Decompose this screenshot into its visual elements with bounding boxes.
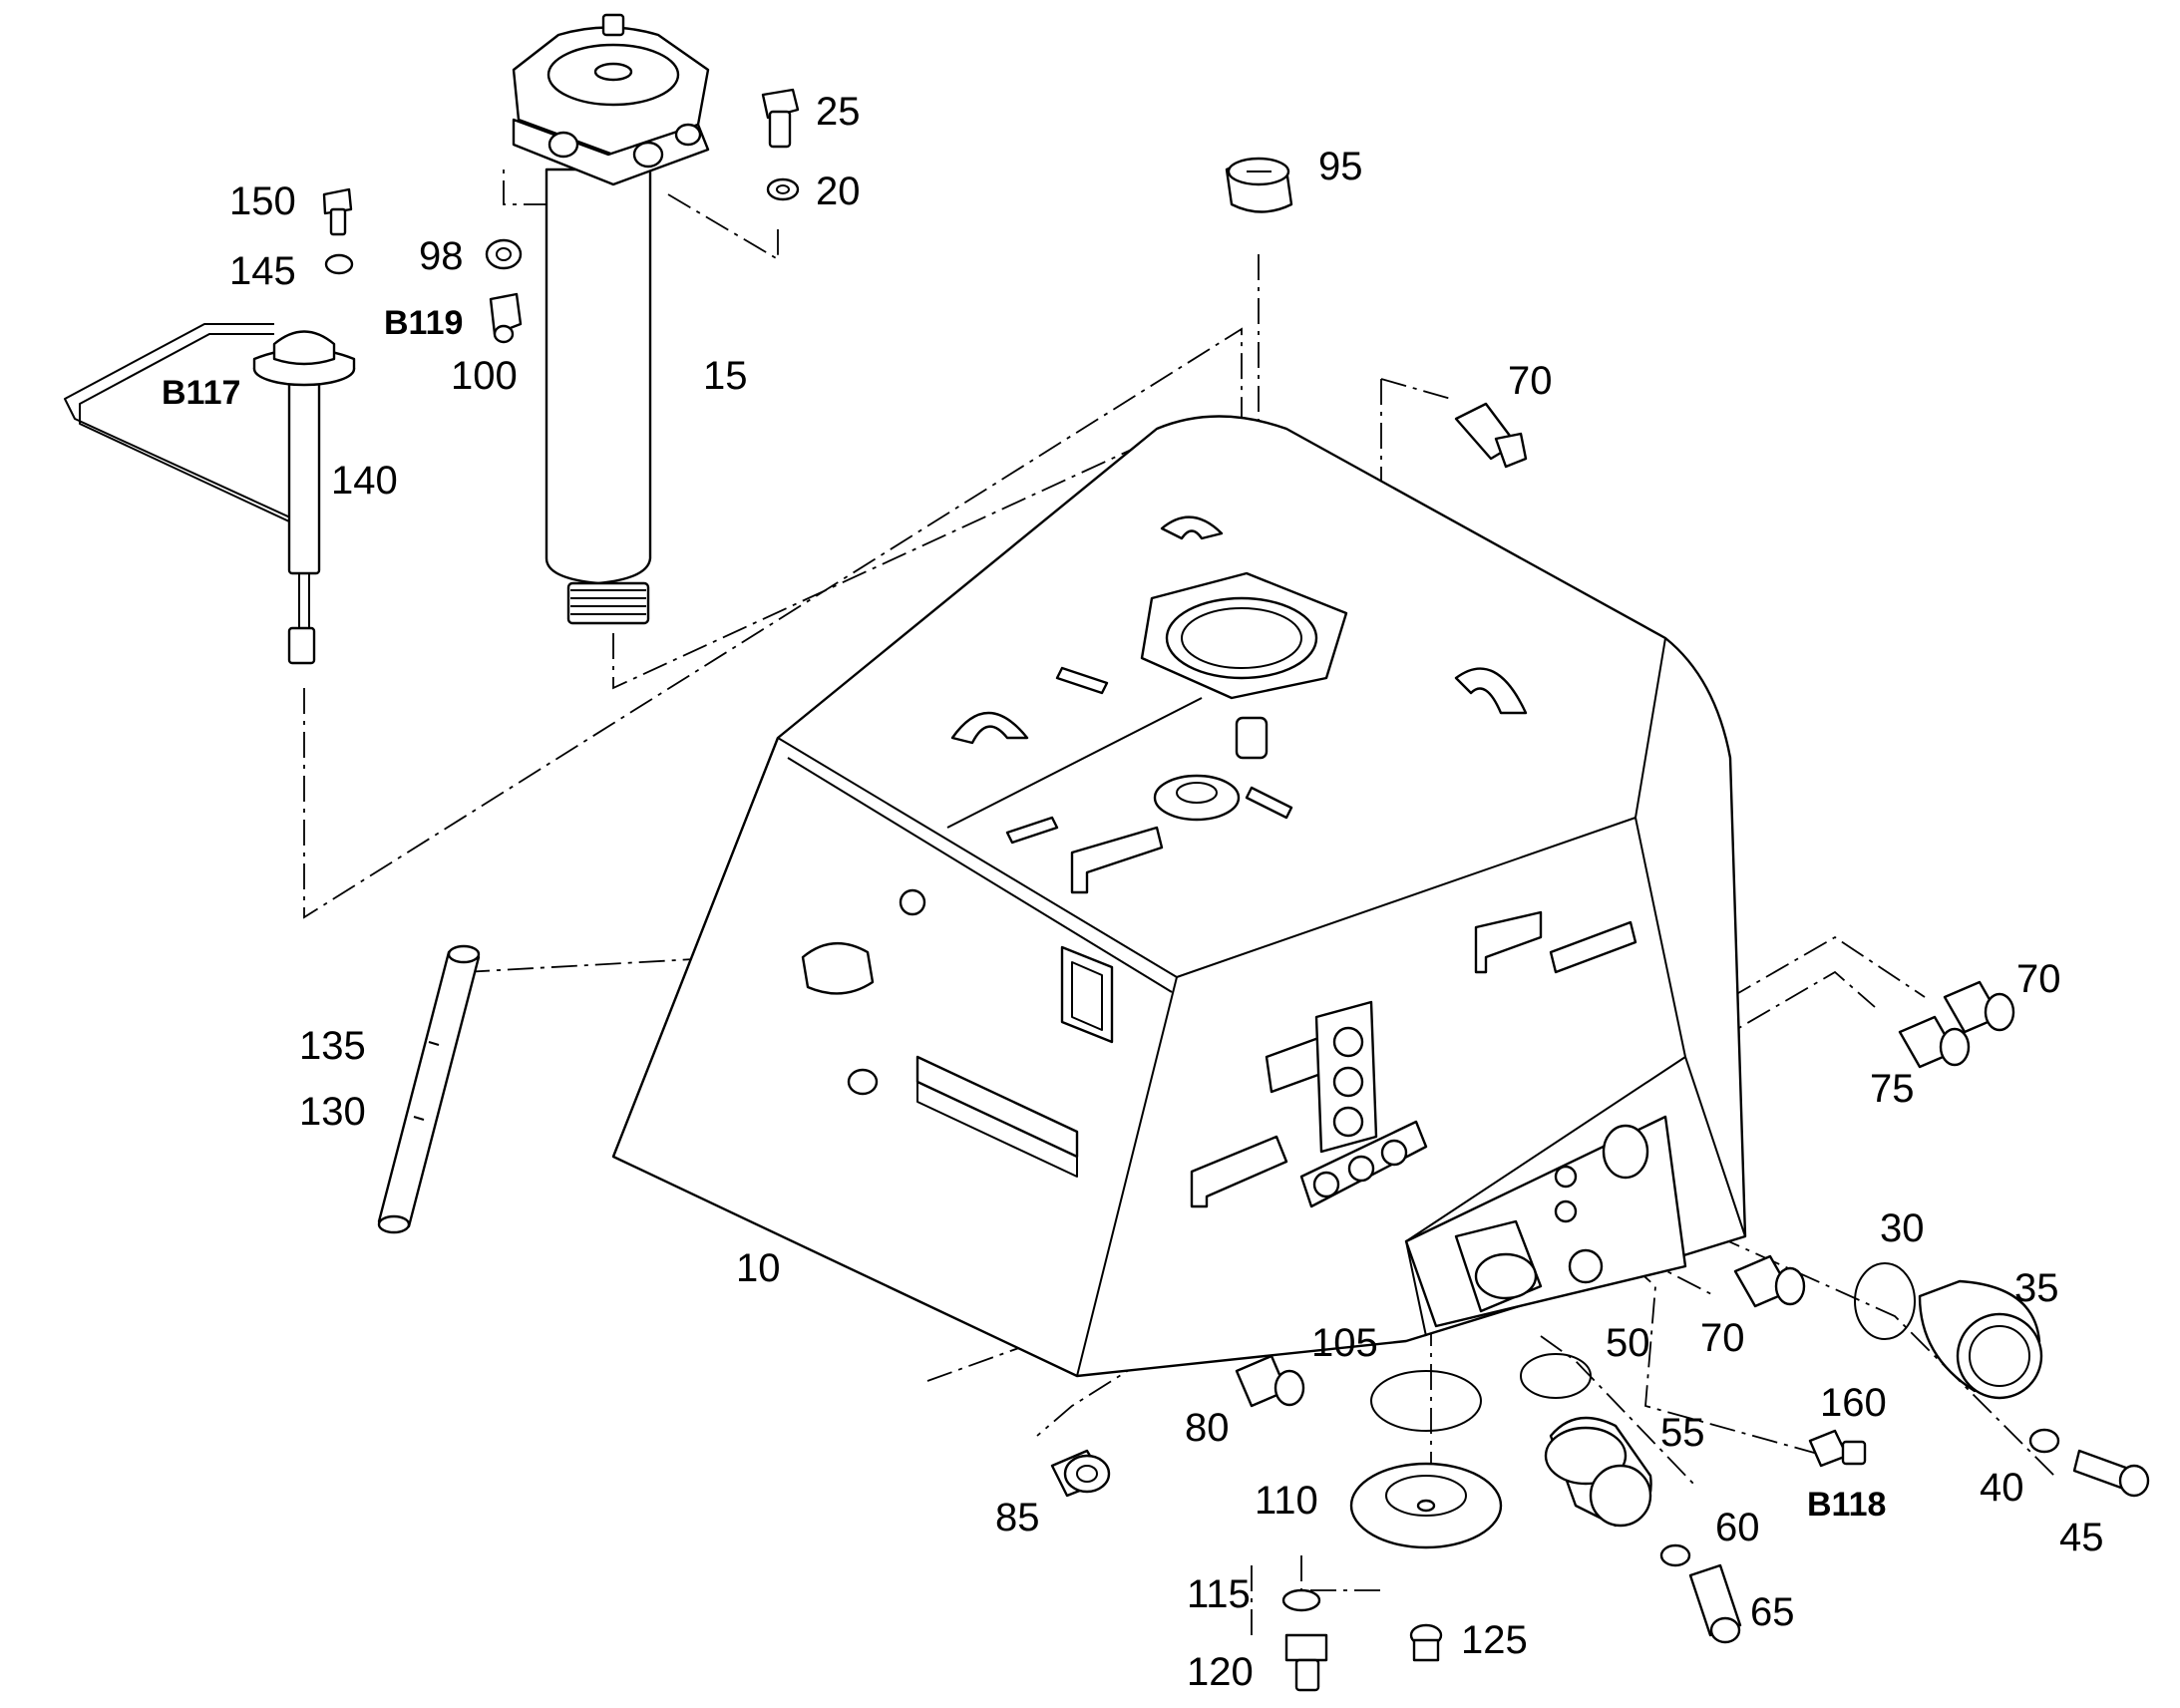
callout-b118: B118 [1807,1486,1886,1524]
level-sensor-b117 [64,187,356,665]
callout-135: 135 [299,1024,366,1068]
callout-75: 75 [1870,1067,1915,1111]
callout-45: 45 [2059,1516,2104,1559]
callout-20: 20 [816,170,861,213]
filter-bolt [761,88,800,201]
callout-60: 60 [1715,1506,1760,1549]
tank-body [611,415,1747,1378]
callout-55: 55 [1660,1411,1705,1455]
callout-105: 105 [1311,1321,1378,1365]
callout-25: 25 [816,90,861,134]
callout-110: 110 [1255,1479,1318,1523]
filler-cap [1225,157,1293,213]
callout-150: 150 [229,179,296,223]
callout-125: 125 [1461,1618,1528,1662]
callout-140: 140 [331,459,398,503]
callout-100: 100 [451,354,518,398]
callout-labels: 10 15 20 25 30 35 40 45 50 55 60 65 70 7… [162,90,2104,1694]
callout-70-top: 70 [1508,359,1553,403]
fittings-right [1050,402,2015,1498]
pressure-switch-b119 [485,238,523,344]
callout-80: 80 [1185,1406,1230,1450]
callout-70-bottom: 70 [1700,1316,1745,1360]
callout-145: 145 [229,249,296,293]
return-flange [1520,1353,1742,1644]
callout-85: 85 [995,1496,1040,1539]
callout-40: 40 [1980,1466,2024,1510]
callout-15: 15 [703,354,748,398]
callout-35: 35 [2014,1266,2059,1310]
sight-glass [377,944,481,1234]
callout-50: 50 [1606,1321,1650,1365]
callout-30: 30 [1880,1206,1925,1250]
callout-10: 10 [736,1246,781,1290]
suction-flange [1854,1262,2150,1498]
callout-70-right: 70 [2016,957,2061,1001]
callout-160: 160 [1820,1381,1887,1425]
callout-130: 130 [299,1090,366,1134]
callout-115: 115 [1187,1572,1251,1616]
inspection-cover [1281,1370,1503,1692]
callout-b117: B117 [162,374,240,412]
return-filter [512,13,710,625]
callout-95: 95 [1318,145,1363,188]
callout-120: 120 [1187,1650,1254,1694]
callout-65: 65 [1750,1590,1795,1634]
callout-98: 98 [419,234,464,278]
callout-b119: B119 [384,304,463,342]
